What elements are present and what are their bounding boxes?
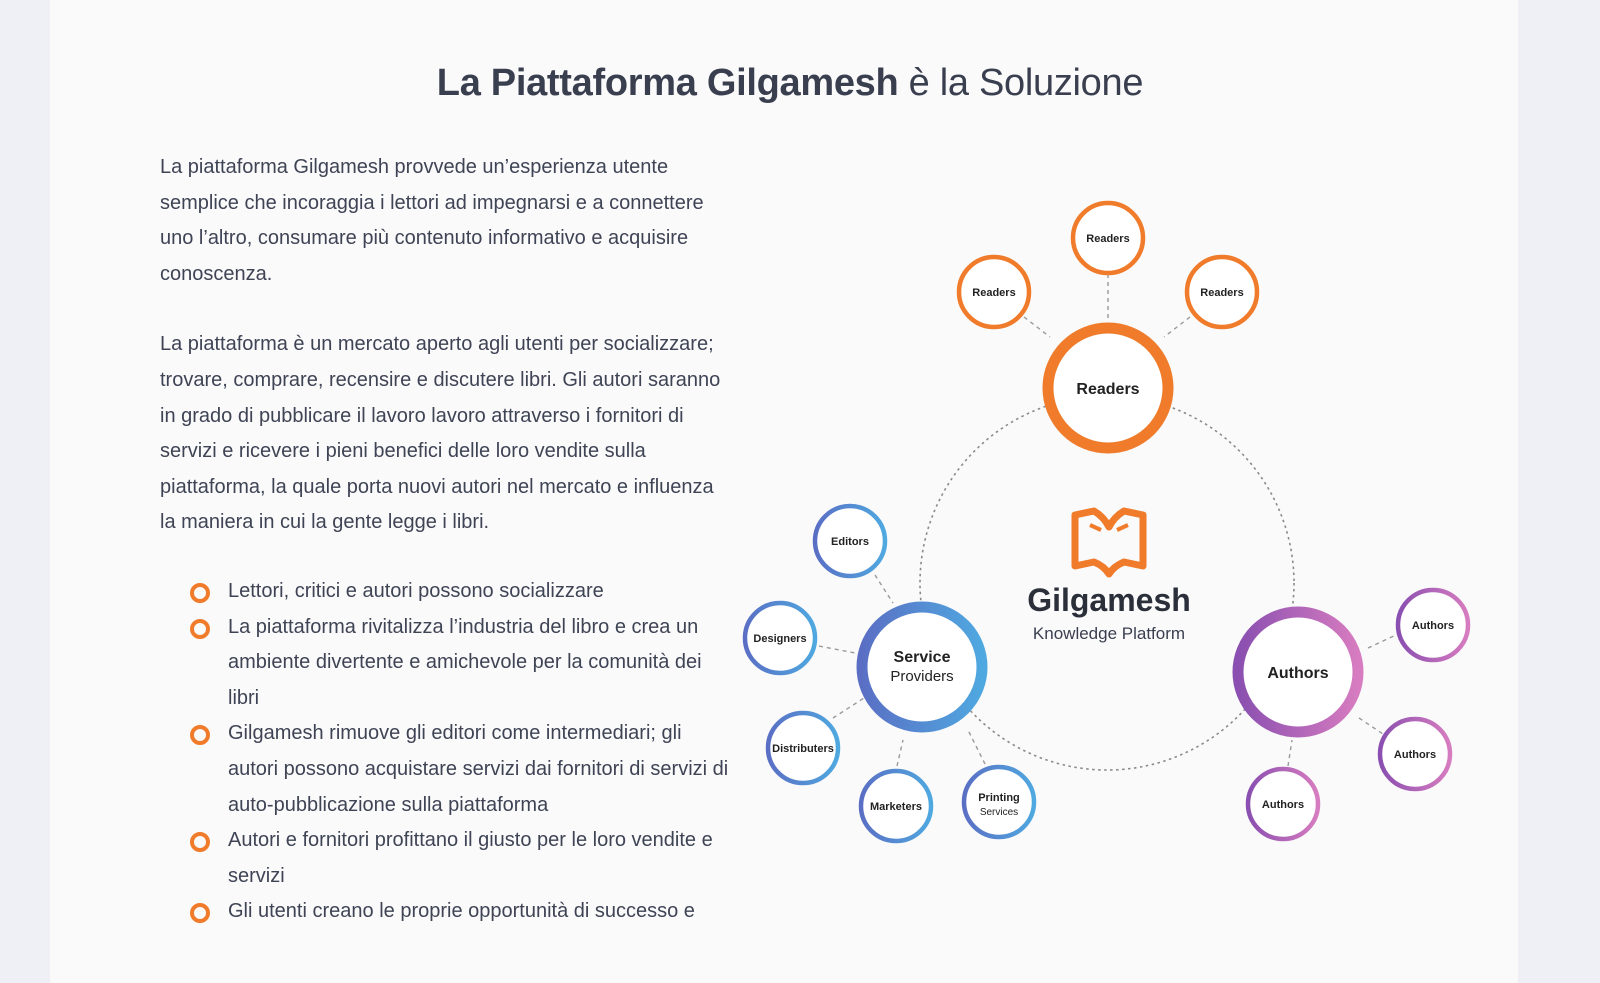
node-label: Services: [980, 807, 1018, 818]
list-item-text: Gli utenti creano le proprie opportunità…: [228, 900, 695, 923]
benefits-list: Lettori, critici e autori possono social…: [160, 574, 730, 930]
ring-bullet-icon: [190, 903, 210, 924]
node-label: Readers: [1200, 287, 1243, 299]
ring-bullet-icon: [190, 832, 210, 853]
title-light: è la Soluzione: [898, 62, 1144, 104]
node-label: Distributers: [772, 743, 834, 755]
node-label: Marketers: [870, 801, 922, 813]
connectors: [818, 274, 1399, 767]
hub-label: Service: [894, 649, 951, 666]
hub-label: Providers: [890, 668, 953, 685]
list-item-text: La piattaforma rivitalizza l’industria d…: [228, 615, 702, 709]
node-label: Authors: [1394, 749, 1436, 761]
title-bold: La Piattaforma Gilgamesh: [436, 62, 899, 104]
list-item: Autori e fornitori profittano il giusto …: [190, 823, 730, 894]
open-book-icon: [1071, 507, 1147, 578]
provider-node: Editors: [812, 503, 888, 579]
ring-bullet-icon: [190, 618, 210, 639]
list-item-text: Autori e fornitori profittano il giusto …: [228, 829, 713, 887]
node-label: Authors: [1262, 799, 1304, 811]
node-label: Readers: [972, 287, 1015, 299]
text-column: La piattaforma Gilgamesh provvede un’esp…: [160, 150, 730, 932]
intro-paragraph: La piattaforma Gilgamesh provvede un’esp…: [160, 156, 704, 285]
node-label: Printing: [978, 792, 1020, 804]
node-label: Editors: [831, 536, 869, 548]
list-item: La piattaforma rivitalizza l’industria d…: [190, 610, 730, 717]
hub-label: Authors: [1267, 665, 1328, 682]
readers-node: Readers: [1184, 254, 1260, 330]
gilgamesh-logo: [1071, 507, 1147, 578]
list-item: Gli utenti creano le proprie opportunità…: [190, 894, 730, 930]
author-node: Authors: [1377, 716, 1453, 792]
brand-tagline: Knowledge Platform: [1033, 624, 1185, 643]
marketplace-paragraph: La piattaforma è un mercato aperto agli …: [160, 333, 721, 534]
provider-node: Printing Services: [961, 764, 1037, 840]
readers-node: Readers: [1070, 200, 1146, 276]
platform-orbit: [919, 395, 1295, 771]
node-label: Readers: [1086, 233, 1129, 245]
author-node: Authors: [1395, 587, 1471, 663]
page-title: La Piattaforma Gilgamesh è la Soluzione: [0, 62, 1580, 105]
node-label: Designers: [753, 633, 806, 645]
list-item: Lettori, critici e autori possono social…: [190, 574, 730, 610]
readers-node: Readers: [956, 254, 1032, 330]
brand-name: Gilgamesh: [1027, 582, 1191, 618]
author-node: Authors: [1245, 766, 1321, 842]
hub-label: Readers: [1076, 381, 1139, 398]
ring-bullet-icon: [190, 582, 210, 603]
providers-hub: Service Providers: [856, 601, 988, 733]
authors-hub: Authors: [1232, 606, 1364, 738]
readers-hub: Readers: [1042, 322, 1174, 454]
list-item: Gilgamesh rimuove gli editori come inter…: [190, 716, 730, 823]
list-item-text: Gilgamesh rimuove gli editori come inter…: [228, 722, 729, 816]
list-item-text: Lettori, critici e autori possono social…: [228, 579, 604, 602]
ring-bullet-icon: [190, 725, 210, 746]
provider-node: Designers: [742, 600, 818, 676]
provider-node: Distributers: [765, 710, 841, 786]
node-label: Authors: [1412, 620, 1454, 632]
provider-node: Marketers: [858, 768, 934, 844]
